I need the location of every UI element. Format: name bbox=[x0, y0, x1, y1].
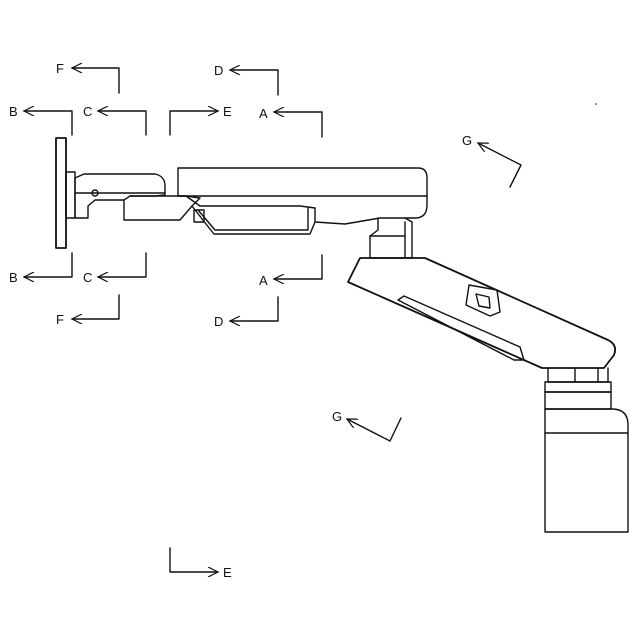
column-clamp bbox=[545, 368, 628, 532]
section-label-a-bottom: A bbox=[259, 273, 268, 288]
section-label-c-bottom: C bbox=[83, 270, 92, 285]
section-line-c-top: C bbox=[83, 104, 146, 135]
section-line-d-top: D bbox=[214, 63, 278, 95]
section-line-d-bottom: D bbox=[214, 297, 278, 329]
section-line-e-top: E bbox=[170, 104, 232, 135]
section-line-f-bottom: F bbox=[56, 295, 119, 327]
section-label-f-top: F bbox=[56, 61, 64, 76]
drawing-speck bbox=[595, 103, 597, 105]
section-line-c-bottom: C bbox=[83, 253, 146, 285]
section-line-g-bottom: G bbox=[332, 409, 401, 441]
section-label-f-bottom: F bbox=[56, 312, 64, 327]
section-label-a-top: A bbox=[259, 106, 268, 121]
section-label-b-top: B bbox=[9, 104, 18, 119]
lower-arm bbox=[348, 258, 615, 368]
section-label-c-top: C bbox=[83, 104, 92, 119]
section-line-g-top: G bbox=[462, 133, 521, 187]
section-label-g-bottom: G bbox=[332, 409, 342, 424]
section-line-e-bottom: E bbox=[170, 548, 232, 580]
tilt-head bbox=[75, 174, 200, 220]
section-line-b-bottom: B bbox=[9, 253, 72, 285]
mounting-plate bbox=[56, 138, 75, 248]
elbow-joint bbox=[370, 218, 412, 258]
section-label-d-bottom: D bbox=[214, 314, 223, 329]
section-line-a-top: A bbox=[259, 106, 322, 137]
section-label-g-top: G bbox=[462, 133, 472, 148]
section-label-b-bottom: B bbox=[9, 270, 18, 285]
section-line-b-top: B bbox=[9, 104, 72, 135]
section-line-f-top: F bbox=[56, 61, 119, 93]
forearm-link bbox=[178, 168, 427, 234]
section-label-d-top: D bbox=[214, 63, 223, 78]
section-label-e-bottom: E bbox=[223, 565, 232, 580]
section-label-e-top: E bbox=[223, 104, 232, 119]
section-line-a-bottom: A bbox=[259, 255, 322, 288]
